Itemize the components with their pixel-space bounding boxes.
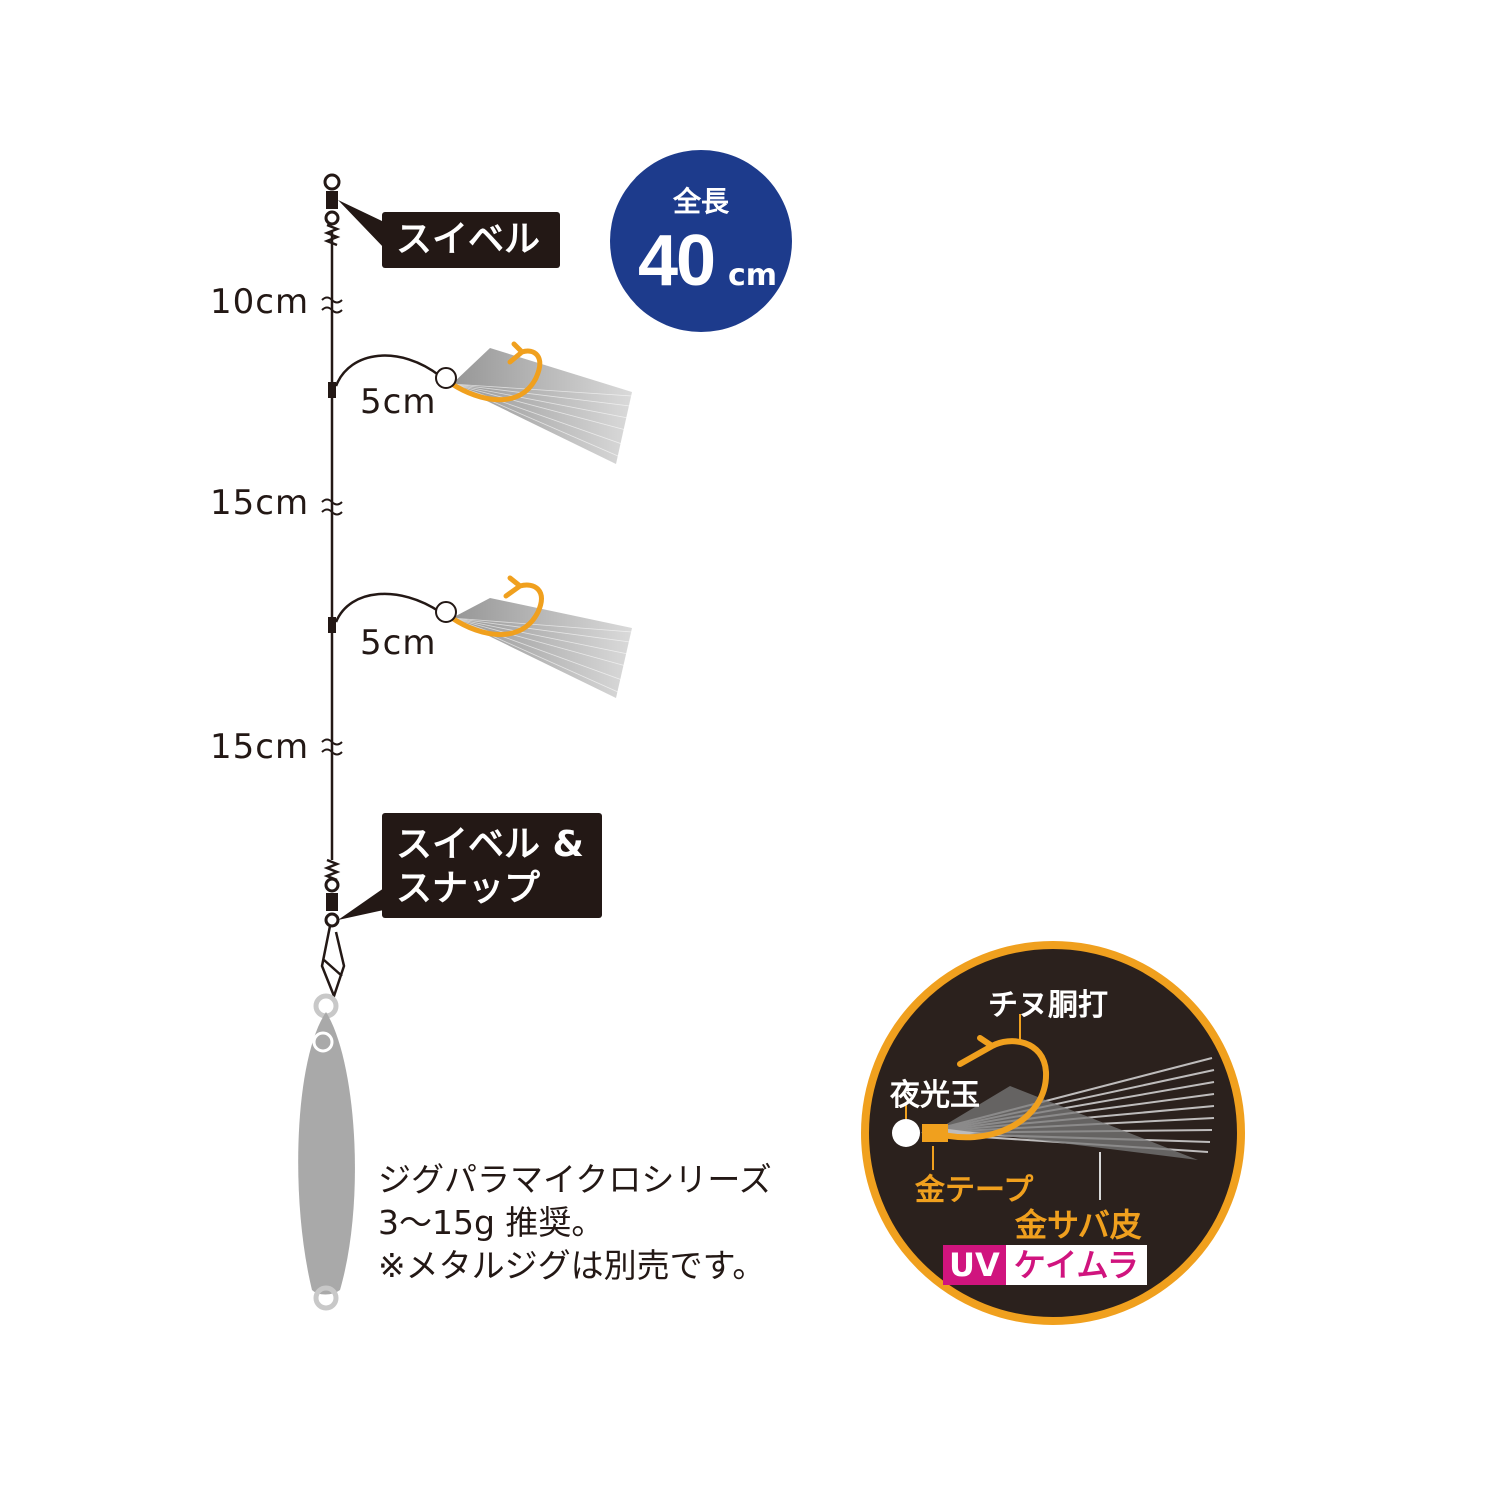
jig-note-line2: 3〜15g 推奨。 xyxy=(378,1203,605,1242)
swivel-snap-line2: スナップ xyxy=(396,868,541,909)
total-length-value: 40 xyxy=(638,221,716,301)
metal-jig xyxy=(298,993,355,1311)
total-length-label: 全長 xyxy=(672,185,729,218)
swivel-tag: スイベル xyxy=(382,212,560,268)
swivel-snap-line1: スイベル & xyxy=(396,824,584,865)
detail-tape-label: 金テープ xyxy=(915,1173,1034,1208)
cut-mark-1 xyxy=(321,296,343,314)
cut-mark-3 xyxy=(321,738,343,756)
uv-label: UV xyxy=(943,1245,1006,1285)
swivel-snap-tag: スイベル & スナップ xyxy=(382,813,602,918)
jig-note-line1: ジグパラマイクロシリーズ xyxy=(378,1160,772,1199)
dimension-branch-2: 5cm xyxy=(360,623,437,663)
jig-note-line3: ※メタルジグは別売です。 xyxy=(378,1246,766,1285)
total-length-unit: cm xyxy=(728,258,778,293)
branch-hook-2 xyxy=(328,575,633,698)
detail-bead-label: 夜光玉 xyxy=(890,1078,980,1113)
detail-skin-label: 金サバ皮 xyxy=(1015,1206,1142,1244)
dimension-segment-1: 10cm xyxy=(210,282,310,322)
detail-hook-label: チヌ胴打 xyxy=(988,988,1108,1023)
total-length-badge: 全長 40 cm xyxy=(610,150,792,332)
jig-note: ジグパラマイクロシリーズ 3〜15g 推奨。 ※メタルジグは別売です。 xyxy=(378,1158,772,1287)
branch-hook-1 xyxy=(328,341,633,464)
uv-keimura-badge: UV ケイムラ xyxy=(943,1245,1147,1285)
swivel-pointer xyxy=(338,200,384,248)
cut-mark-2 xyxy=(321,498,343,516)
dimension-segment-3: 15cm xyxy=(210,727,310,767)
keimura-label: ケイムラ xyxy=(1005,1245,1147,1285)
detail-circle xyxy=(861,941,1245,1325)
snap-pointer xyxy=(338,888,384,920)
dimension-branch-1: 5cm xyxy=(360,382,437,422)
bottom-swivel-snap xyxy=(320,858,346,1000)
top-swivel xyxy=(323,173,341,247)
swivel-tag-text: スイベル xyxy=(396,219,541,260)
dimension-segment-2: 15cm xyxy=(210,483,310,523)
